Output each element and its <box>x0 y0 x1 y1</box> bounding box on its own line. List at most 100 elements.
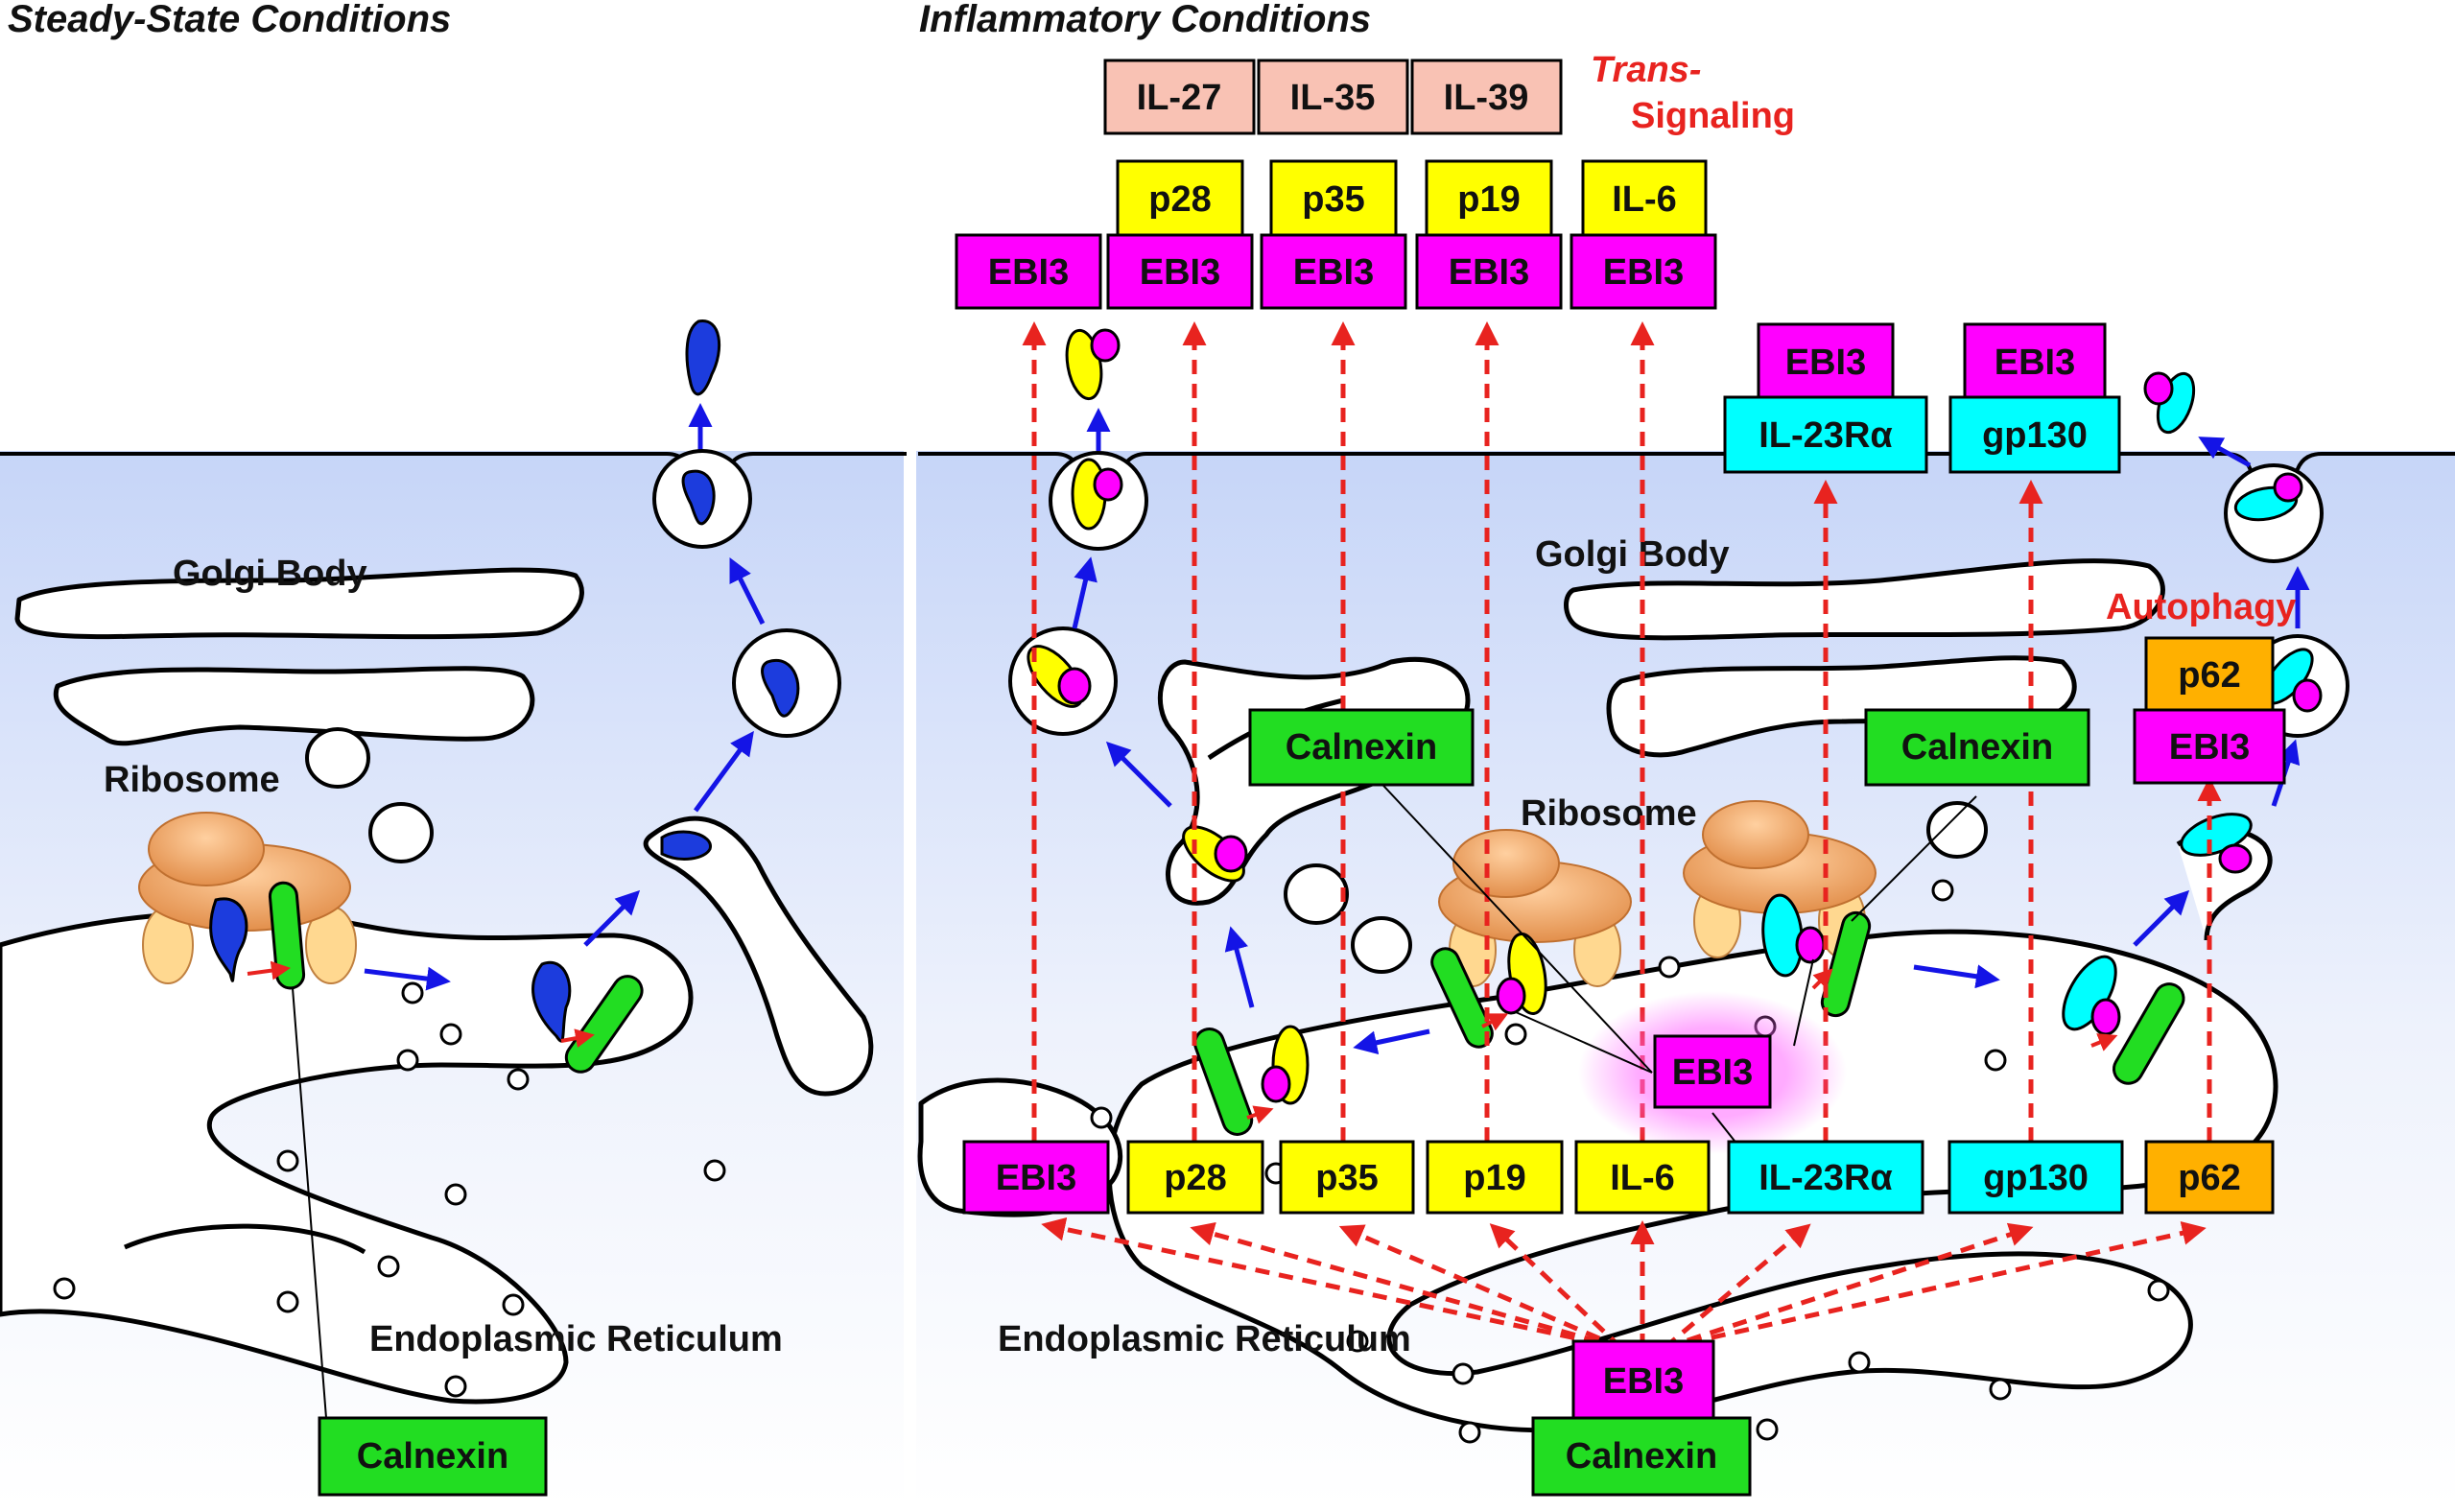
ebi3-center-label: EBI3 <box>1672 1052 1753 1093</box>
ebi3-protein <box>2218 843 2253 874</box>
calnexin-source-label: Calnexin <box>1566 1436 1717 1477</box>
er-dot <box>1504 1023 1527 1046</box>
autophagy-label: Autophagy <box>2106 587 2296 627</box>
er-dot <box>1848 1351 1871 1374</box>
calnexin-box-left <box>318 1416 548 1497</box>
title-inflammatory: Inflammatory Conditions <box>919 0 1371 40</box>
er-dot <box>1090 1106 1113 1129</box>
er-dot <box>276 1290 299 1313</box>
er-dot <box>377 1255 400 1278</box>
ribosome-left <box>138 812 357 984</box>
calnexin-box-b <box>1864 708 2090 787</box>
calnexin-protein <box>1193 1028 1254 1136</box>
ebi3-protein <box>2143 371 2174 406</box>
er-dot <box>1658 956 1681 979</box>
er-tubule-left <box>643 815 874 1097</box>
golgi-cisterna-right-2 <box>1564 558 2165 641</box>
er-dot <box>439 1023 462 1046</box>
receptor-ebi3-box <box>1757 322 1895 401</box>
cytokine-label: IL-35 <box>1290 78 1376 118</box>
secreted-partner-label: p19 <box>1457 179 1520 220</box>
er-dot <box>396 1049 419 1072</box>
er-label-right: Endoplasmic Reticulum <box>998 1319 1411 1359</box>
fan-arrows <box>1041 1217 2207 1351</box>
traffic-arrow <box>1105 741 1172 808</box>
calnexin-protein <box>1430 947 1494 1049</box>
receptor-ebi3-label: EBI3 <box>1995 343 2075 383</box>
secreted-ebi3-box <box>1260 233 1407 310</box>
ebi3-protein <box>1093 467 1123 502</box>
secreted-ebi3-box <box>1570 233 1717 310</box>
traffic-arrow <box>1072 556 1098 629</box>
partner-label: EBI3 <box>996 1158 1076 1198</box>
ebi3-protein <box>1057 667 1092 705</box>
free-vesicle <box>1926 801 1988 859</box>
free-vesicle <box>1351 916 1412 974</box>
binding-arrow <box>560 1028 595 1049</box>
partner-ebi3-box <box>962 1140 1110 1215</box>
er-dot <box>1984 1049 2007 1072</box>
ebi3-pointer <box>1515 1011 1653 1074</box>
er-dot <box>276 1149 299 1172</box>
ribosome-label-left: Ribosome <box>104 760 280 800</box>
ebi3-pointer <box>1793 958 1814 1047</box>
calnexin-protein <box>2113 982 2185 1085</box>
er-dot <box>444 1183 467 1206</box>
calnexin-pointer <box>1851 795 1977 922</box>
partner-label: p28 <box>1164 1158 1226 1198</box>
calnexin-label-left: Calnexin <box>357 1436 508 1477</box>
secreted-ebi3-label: EBI3 <box>1603 252 1684 293</box>
trans-signaling-label-2: Signaling <box>1631 96 1795 136</box>
golgi-label-right: Golgi Body <box>1535 534 1730 575</box>
cytokine-label: IL-39 <box>1444 78 1529 118</box>
er-dot <box>507 1068 530 1091</box>
binding-arrow <box>1246 1105 1274 1124</box>
secreted-ebi3-box <box>955 233 1102 310</box>
secreted-ebi3-label: EBI3 <box>1293 252 1374 293</box>
partner-gp130-box <box>1947 1140 2124 1215</box>
cargo-protein <box>761 658 800 718</box>
receptor-ebi3-box <box>1963 322 2107 401</box>
partner-label: IL-6 <box>1610 1158 1675 1198</box>
er-dot <box>53 1277 76 1300</box>
binding-arrow <box>1811 968 1833 990</box>
partner-p19-box <box>1426 1140 1564 1215</box>
ebi3-source-label: EBI3 <box>1603 1361 1684 1402</box>
er-dot <box>1458 1421 1481 1444</box>
er-dot <box>444 1375 467 1398</box>
traffic-arrow <box>693 730 754 813</box>
cytokine-il39-box <box>1410 59 1563 135</box>
free-vesicle <box>368 802 434 863</box>
autophagy-p62-label: p62 <box>2178 655 2240 696</box>
partner-il23ra-box <box>1727 1140 1924 1215</box>
secreted-ebi3-box <box>1106 233 1254 310</box>
calnexin-label-b: Calnexin <box>1901 727 2053 768</box>
trans-signaling-label-1: Trans- <box>1591 50 1701 90</box>
calnexin-pointer-left <box>292 987 327 1419</box>
secreted-partner-label: p28 <box>1148 179 1211 220</box>
free-vesicle <box>305 727 370 789</box>
er-dot <box>703 1159 726 1182</box>
calnexin-label-a: Calnexin <box>1286 727 1437 768</box>
golgi-label-left: Golgi Body <box>173 554 367 594</box>
secreted-ebi3-label: EBI3 <box>988 252 1069 293</box>
traffic-arrow <box>1224 926 1255 1008</box>
er-dot <box>1756 1418 1779 1441</box>
partner-p28-box <box>1126 1140 1264 1215</box>
partner-label: p35 <box>1315 1158 1378 1198</box>
nascent-protein-left <box>209 897 248 982</box>
calnexin-source-box <box>1531 1416 1752 1497</box>
secreted-ebi3-label: EBI3 <box>1140 252 1220 293</box>
binding-arrow <box>2090 1033 2118 1051</box>
left-panel: Golgi Body Ribosome <box>0 319 874 1497</box>
partner-p35-box <box>1279 1140 1415 1215</box>
ebi3-protein <box>1795 926 1826 964</box>
ebi3-protein <box>1214 835 1248 873</box>
traffic-arrow <box>1353 1028 1430 1055</box>
secreted-partner-box <box>1581 159 1708 238</box>
binding-arrow <box>1481 1013 1509 1031</box>
autophagy-ebi3-label: EBI3 <box>2169 727 2250 768</box>
ebi3-protein <box>2292 678 2323 713</box>
